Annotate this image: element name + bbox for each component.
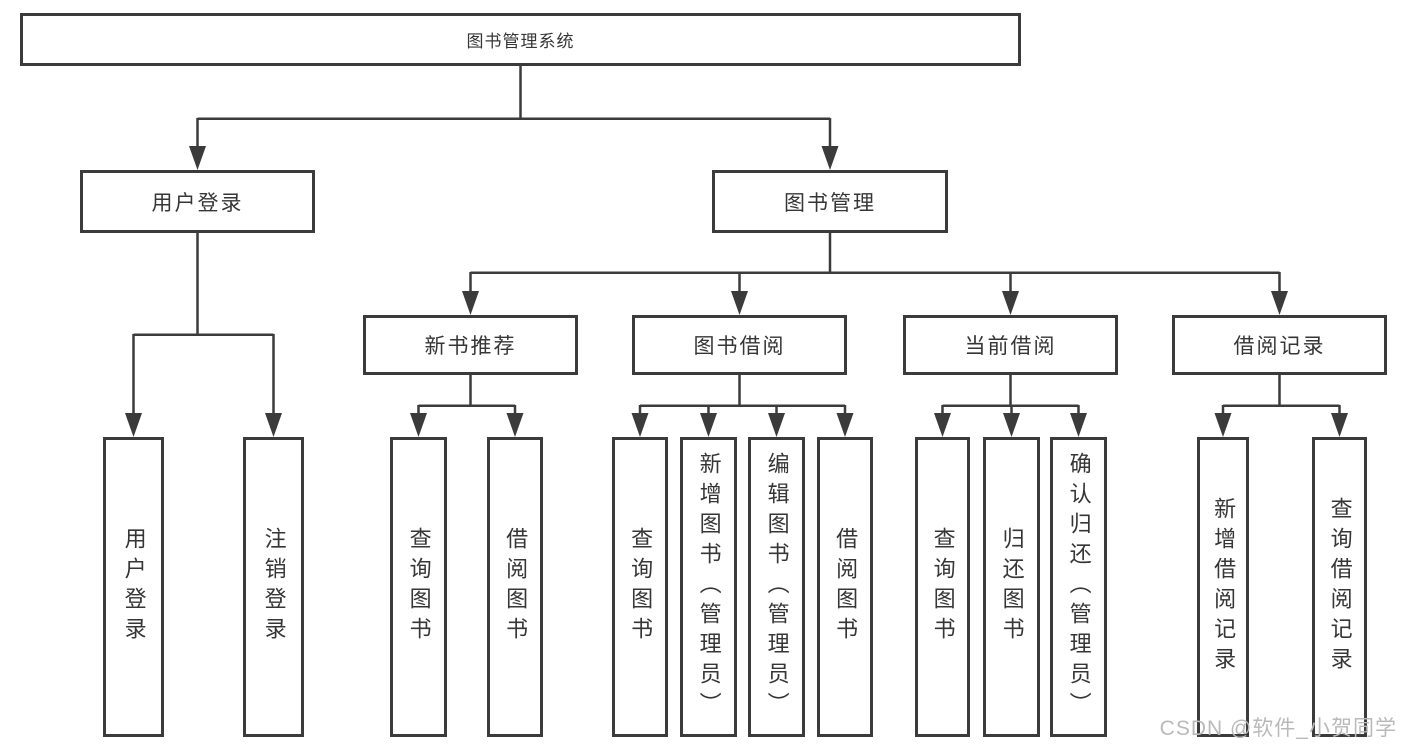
node-label: 注销登录	[261, 527, 287, 647]
leaf-records-query-borrow-record: 查询借阅记录	[1312, 437, 1367, 737]
csdn-watermark: CSDN @软件_小贺同学	[1159, 717, 1397, 740]
leaf-newbook-borrow-books: 借阅图书	[487, 437, 543, 737]
node-label: 当前借阅	[964, 335, 1057, 358]
connector-book-management	[469, 231, 1281, 294]
connector-current-borrowing	[941, 373, 1080, 416]
node-label: 借阅图书	[503, 527, 529, 647]
leaf-borrowing-add-books-admin: 新增图书（管理员）	[680, 437, 737, 737]
node-current-borrowing: 当前借阅	[903, 315, 1118, 375]
node-label: 用户登录	[151, 191, 244, 215]
node-label: 借阅图书	[833, 527, 859, 647]
node-label: 图书管理	[784, 191, 876, 215]
node-new-book-recommendation: 新书推荐	[363, 315, 578, 375]
node-label: 新增图书（管理员）	[696, 452, 722, 722]
leaf-records-add-borrow-record: 新增借阅记录	[1197, 437, 1249, 737]
node-label: 编辑图书（管理员）	[764, 452, 790, 722]
node-user-login: 用户登录	[80, 170, 315, 233]
node-label: 图书管理系统	[466, 32, 575, 51]
node-book-borrowing: 图书借阅	[632, 315, 847, 375]
node-label: 确认归还（管理员）	[1066, 452, 1092, 722]
leaf-logout-login: 注销登录	[243, 437, 304, 737]
node-label: 查询借阅记录	[1327, 497, 1353, 677]
node-label: 新书推荐	[424, 335, 517, 358]
leaf-current-confirm-return-admin: 确认归还（管理员）	[1050, 437, 1107, 737]
leaf-current-return-books: 归还图书	[983, 437, 1040, 737]
leaf-borrowing-edit-books-admin: 编辑图书（管理员）	[748, 437, 805, 737]
connector-book-borrowing	[638, 373, 847, 416]
leaf-borrowing-borrow-books: 借阅图书	[817, 437, 873, 737]
node-book-management: 图书管理	[712, 170, 948, 233]
node-label: 查询图书	[930, 527, 956, 647]
leaf-current-query-books: 查询图书	[915, 437, 970, 737]
node-label: 查询图书	[406, 527, 432, 647]
leaf-borrowing-query-books: 查询图书	[612, 437, 668, 737]
arrowheads	[125, 146, 1348, 437]
node-label: 图书借阅	[693, 335, 786, 358]
leaf-newbook-query-books: 查询图书	[390, 437, 447, 737]
connector-new-book	[417, 373, 517, 416]
node-label: 用户登录	[121, 527, 147, 647]
node-label: 归还图书	[999, 527, 1025, 647]
connector-borrowing-records	[1221, 373, 1341, 416]
node-label: 新增借阅记录	[1211, 497, 1237, 677]
node-root: 图书管理系统	[20, 13, 1021, 66]
connector-user-login	[132, 231, 275, 416]
node-borrowing-records: 借阅记录	[1172, 315, 1387, 375]
connector-root	[196, 64, 832, 150]
node-label: 查询图书	[628, 527, 654, 647]
leaf-user-login: 用户登录	[103, 437, 164, 737]
node-label: 借阅记录	[1233, 335, 1326, 358]
